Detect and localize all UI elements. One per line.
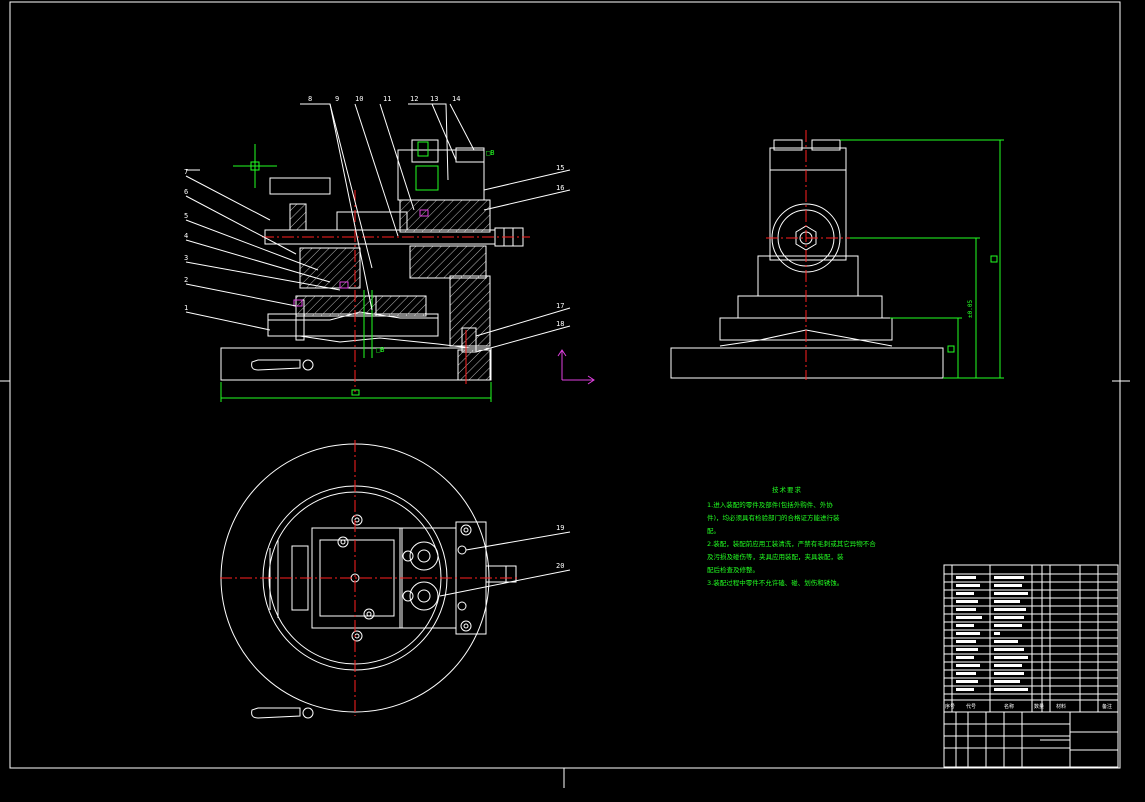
callout-8: 8 xyxy=(308,95,312,103)
callout-6: 6 xyxy=(184,188,188,196)
technical-requirements-notes: 技术要求 1.进入装配的零件及部件(包括外购件、外协 件)，均必须具有检验部门的… xyxy=(707,484,876,590)
callout-14: 14 xyxy=(452,95,460,103)
ucs-axis-icon xyxy=(557,349,595,385)
front-view: 7 6 5 4 3 2 1 8 9 10 11 12 13 14 15 16 1… xyxy=(184,95,571,402)
header-code: 代号 xyxy=(966,703,976,710)
callout-11: 11 xyxy=(383,95,391,103)
parts-list-table xyxy=(943,564,1119,768)
side-tolerance-label: ±0.05 xyxy=(967,300,974,318)
callout-19: 19 xyxy=(556,524,564,532)
callout-20: 20 xyxy=(556,562,564,570)
callout-13: 13 xyxy=(430,95,438,103)
notes-line: 配后检查及修整。 xyxy=(707,566,759,574)
parts-list-header: 序号 代号 名称 数量 材料 备注 xyxy=(945,703,1112,710)
notes-line: 1.进入装配的零件及部件(包括外购件、外协 xyxy=(707,501,833,509)
notes-line: 3.装配过程中零件不允许磕、碰、划伤和锈蚀。 xyxy=(707,579,844,587)
callout-4: 4 xyxy=(184,232,188,240)
header-material: 材料 xyxy=(1056,703,1066,710)
callout-10: 10 xyxy=(355,95,363,103)
callout-7: 7 xyxy=(184,168,188,176)
header-seq: 序号 xyxy=(945,703,955,710)
header-name: 名称 xyxy=(1004,703,1014,710)
callout-9: 9 xyxy=(335,95,339,103)
header-remark: 备注 xyxy=(1102,703,1112,710)
flatness-label-top: □B xyxy=(486,149,494,157)
notes-line: 配。 xyxy=(707,527,720,535)
notes-line: 件)，均必须具有检验部门的合格证方能进行装 xyxy=(707,514,840,522)
callout-15: 15 xyxy=(556,164,564,172)
header-qty: 数量 xyxy=(1034,703,1044,710)
callout-5: 5 xyxy=(184,212,188,220)
callout-2: 2 xyxy=(184,276,188,284)
top-view: 19 20 xyxy=(220,440,571,719)
notes-line: 及污损及碰伤等，夹具应用装配，夹具装配，装 xyxy=(707,553,844,561)
callout-16: 16 xyxy=(556,184,564,192)
parts-list-entries xyxy=(956,576,1028,691)
callout-1: 1 xyxy=(184,304,188,312)
callout-3: 3 xyxy=(184,254,188,262)
callout-12: 12 xyxy=(410,95,418,103)
notes-line: 2.装配，装配前应用工装清洗，严禁有毛刺或其它异物不合 xyxy=(707,540,876,548)
drawing-border xyxy=(9,1,1121,769)
flatness-label-bottom: □B xyxy=(376,346,384,354)
callout-17: 17 xyxy=(556,302,564,310)
side-view: ±0.05 xyxy=(670,130,1004,380)
callout-18: 18 xyxy=(556,320,564,328)
notes-title: 技术要求 xyxy=(772,486,802,494)
